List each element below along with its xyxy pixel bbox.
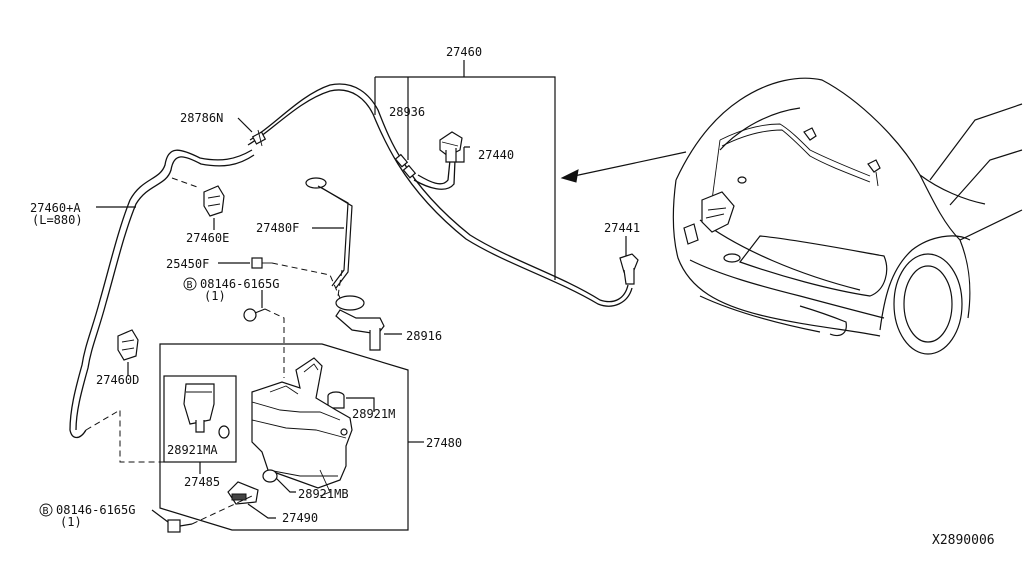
label-27460-a: 27460+A (30, 201, 81, 215)
label-bolt-top: 08146-6165G (200, 277, 279, 291)
label-27460d: 27460D (96, 373, 139, 387)
nozzle-branch-hose (417, 159, 451, 185)
callout-labels: 27460 28936 28786N 27440 27441 27460+A (… (30, 45, 995, 548)
grommet-28921m (327, 391, 345, 409)
washer-nozzle-27441 (619, 253, 639, 285)
label-27441: 27441 (604, 221, 640, 235)
label-27440: 27440 (478, 148, 514, 162)
label-25450f: 25450F (166, 257, 209, 271)
reference-code: X2890006 (932, 533, 995, 548)
hose-clip-27460d (117, 329, 139, 361)
hose-clip-27460e (203, 185, 225, 217)
label-27485: 27485 (184, 475, 220, 489)
label-28921m: 28921M (352, 407, 395, 421)
bolt-bottom-marker: B (43, 506, 49, 517)
washer-hose-extension (69, 149, 255, 439)
hose-joint-28936 (394, 153, 417, 179)
grommet-28921mb (262, 469, 278, 483)
assembly-guides (85, 177, 343, 525)
bolt-top-marker-circle (183, 277, 197, 291)
vehicle-front-sketch (672, 77, 1023, 355)
bolt-top-marker: B (187, 280, 193, 291)
label-bolt-top-qty: (1) (204, 289, 226, 303)
label-28786n: 28786N (180, 111, 223, 125)
washer-nozzle-27440 (439, 131, 463, 163)
label-27460e: 27460E (186, 231, 229, 245)
label-27480f: 27480F (256, 221, 299, 235)
label-bolt-bottom-qty: (1) (60, 515, 82, 529)
label-28936: 28936 (389, 105, 425, 119)
label-28916: 28916 (406, 329, 442, 343)
label-27490: 27490 (282, 511, 318, 525)
level-sensor-27490 (227, 481, 259, 505)
label-27480: 27480 (426, 436, 462, 450)
washer-hose-main (247, 83, 633, 307)
label-28921ma: 28921MA (167, 443, 218, 457)
pump-27485 (183, 383, 230, 439)
bolt-bottom (167, 519, 193, 533)
label-28921mb: 28921MB (298, 487, 349, 501)
label-length: (L=880) (32, 213, 83, 227)
bolt-bottom-marker-circle (39, 503, 53, 517)
location-arrow (560, 151, 687, 183)
hose-clip-28786n (251, 129, 267, 147)
filler-neck-28916 (335, 295, 385, 351)
inlet-pipe-27480f (305, 177, 353, 289)
screw-25450f (251, 257, 272, 269)
label-27460: 27460 (446, 45, 482, 59)
bolt-top (243, 308, 266, 322)
label-bolt-bottom: 08146-6165G (56, 503, 135, 517)
frames-and-leaders (96, 60, 627, 531)
